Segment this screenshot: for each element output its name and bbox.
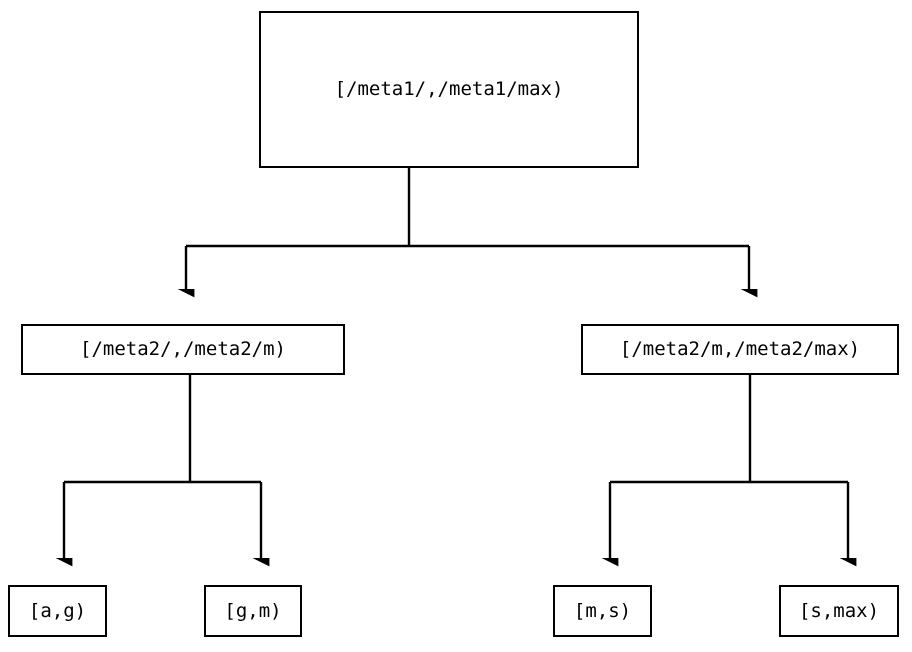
- tree-node-leaf-smax-label: [s,max): [798, 599, 880, 622]
- tree-node-root-label: [/meta1/,/meta1/max): [334, 78, 564, 100]
- edge-meta2upper-to-leaves: [610, 375, 848, 558]
- tree-node-leaf-smax[interactable]: [s,max): [779, 585, 899, 637]
- tree-node-meta2-upper-label: [/meta2/m,/meta2/max): [619, 338, 861, 360]
- edge-root-to-level2: [186, 168, 749, 289]
- tree-node-leaf-ms-label: [m,s): [573, 599, 632, 622]
- tree-node-leaf-ag-label: [a,g): [28, 599, 87, 622]
- edge-meta2lower-to-leaves: [64, 375, 261, 558]
- tree-node-meta2-lower[interactable]: [/meta2/,/meta2/m): [21, 324, 345, 375]
- tree-node-leaf-gm[interactable]: [g,m): [204, 585, 302, 637]
- tree-node-root[interactable]: [/meta1/,/meta1/max): [259, 11, 639, 168]
- tree-node-leaf-gm-label: [g,m): [224, 599, 282, 622]
- tree-node-meta2-upper[interactable]: [/meta2/m,/meta2/max): [581, 324, 899, 375]
- tree-node-meta2-lower-label: [/meta2/,/meta2/m): [80, 338, 286, 360]
- tree-node-leaf-ms[interactable]: [m,s): [553, 585, 652, 637]
- tree-node-leaf-ag[interactable]: [a,g): [8, 585, 107, 637]
